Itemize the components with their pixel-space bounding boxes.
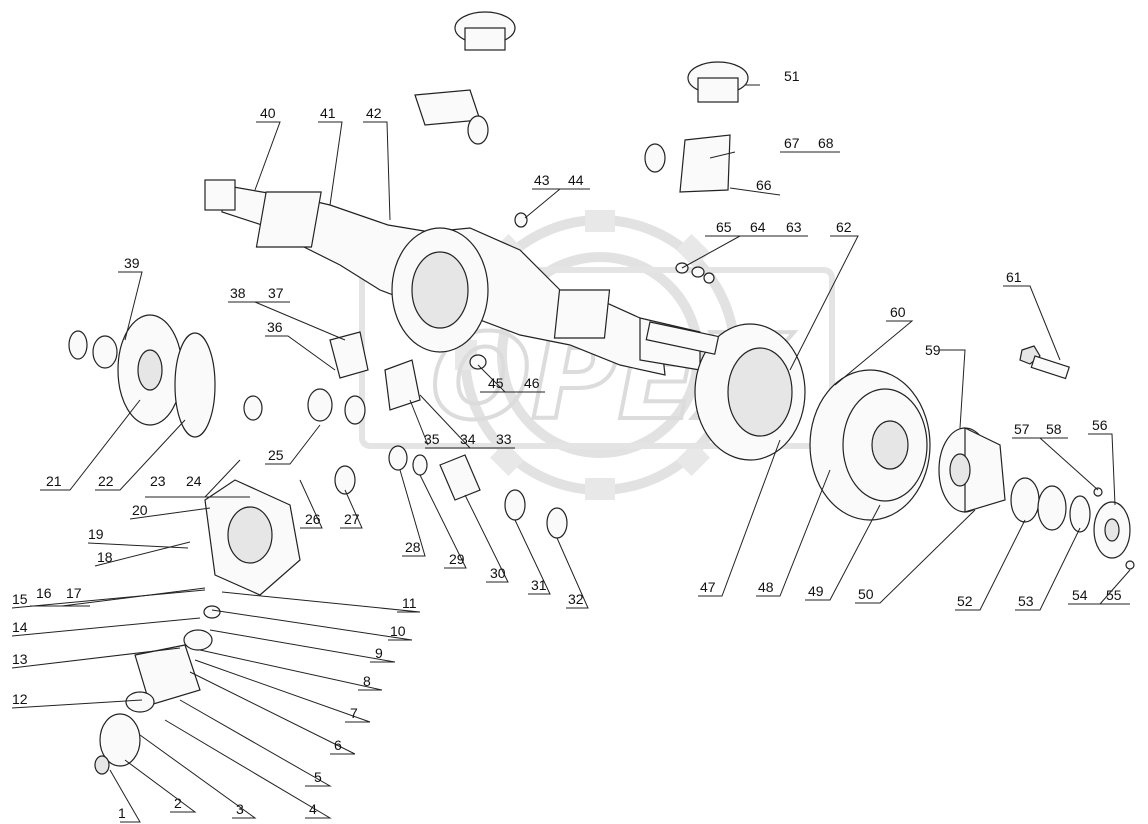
callout-29: 29: [449, 551, 465, 567]
callout-27: 27: [344, 511, 360, 527]
hub-bearings: [1010, 477, 1091, 533]
callout-5: 5: [314, 769, 322, 785]
callout-40: 40: [260, 105, 276, 121]
callout-47: 47: [700, 579, 716, 595]
watermark-gear-icon: [455, 210, 745, 500]
callout-8: 8: [363, 673, 371, 689]
callout-36: 36: [267, 319, 283, 335]
callout-24: 24: [186, 473, 202, 489]
callout-43: 43: [534, 172, 550, 188]
callout-48: 48: [758, 579, 774, 595]
callout-17: 17: [66, 585, 82, 601]
leader-lines: [11, 84, 1131, 823]
callout-19: 19: [88, 526, 104, 542]
ring-gear: [117, 314, 216, 438]
half-shaft-flange: [1093, 501, 1131, 559]
differential-case: [204, 479, 301, 596]
callout-11: 11: [402, 595, 417, 611]
callout-63: 63: [786, 219, 802, 235]
callout-59: 59: [925, 342, 941, 358]
callout-4: 4: [309, 801, 317, 817]
side-seal-bearing: [68, 330, 118, 369]
callout-68: 68: [818, 135, 834, 151]
callout-64: 64: [750, 219, 766, 235]
brake-assembly: [645, 321, 806, 461]
callout-21: 21: [46, 473, 62, 489]
callout-57: 57: [1014, 421, 1030, 437]
callout-23: 23: [150, 473, 166, 489]
callout-65: 65: [716, 219, 732, 235]
pinion-bearing-set: [388, 445, 568, 539]
brake-chamber-upper: [414, 11, 516, 145]
brake-drum: [809, 369, 931, 521]
callout-34: 34: [460, 431, 476, 447]
callout-10: 10: [390, 623, 406, 639]
diff-spider-gears: [243, 388, 366, 495]
brake-chamber-right: [644, 61, 749, 193]
callout-12: 12: [12, 691, 28, 707]
callout-50: 50: [858, 586, 874, 602]
wheel-bolt: [1019, 345, 1070, 380]
callout-39: 39: [124, 255, 140, 271]
callout-66: 66: [756, 177, 772, 193]
callout-61: 61: [1006, 269, 1022, 285]
callout-44: 44: [568, 172, 584, 188]
callout-28: 28: [405, 539, 421, 555]
callout-33: 33: [496, 431, 512, 447]
callout-58: 58: [1046, 421, 1062, 437]
callout-53: 53: [1018, 593, 1034, 609]
callout-52: 52: [957, 593, 973, 609]
callout-54: 54: [1072, 587, 1088, 603]
callout-9: 9: [375, 645, 383, 661]
callout-37: 37: [268, 285, 284, 301]
callout-26: 26: [305, 511, 321, 527]
callout-20: 20: [132, 502, 148, 518]
callout-60: 60: [890, 304, 906, 320]
callout-18: 18: [97, 549, 113, 565]
callout-55: 55: [1106, 587, 1122, 603]
callout-67: 67: [784, 135, 800, 151]
callout-38: 38: [230, 285, 246, 301]
callout-22: 22: [98, 473, 114, 489]
callout-46: 46: [524, 375, 540, 391]
callout-51: 51: [784, 68, 800, 84]
wheel-hub: [938, 427, 1006, 513]
callout-2: 2: [174, 795, 182, 811]
axle-housing: [204, 179, 701, 376]
callout-41: 41: [320, 105, 336, 121]
callout-1: 1: [118, 805, 126, 821]
callout-16: 16: [36, 585, 52, 601]
callout-32: 32: [568, 591, 584, 607]
callout-30: 30: [490, 565, 506, 581]
callout-labels: 1 2 3 4 5 6 7 8 9 10 11 12 13 14 15 16 1…: [12, 68, 1122, 821]
callout-14: 14: [12, 619, 28, 635]
callout-56: 56: [1092, 417, 1108, 433]
callout-62: 62: [836, 219, 852, 235]
callout-3: 3: [236, 801, 244, 817]
pinion-stack: [94, 605, 221, 775]
callout-13: 13: [12, 651, 28, 667]
callout-45: 45: [488, 375, 504, 391]
callout-42: 42: [366, 105, 382, 121]
callout-49: 49: [808, 583, 824, 599]
callout-15: 15: [12, 591, 28, 607]
bearing-caps: [329, 331, 421, 411]
small-hardware: [469, 212, 1135, 570]
callout-35: 35: [424, 431, 440, 447]
callout-7: 7: [350, 705, 358, 721]
callout-25: 25: [268, 447, 284, 463]
callout-31: 31: [531, 577, 547, 593]
callout-6: 6: [334, 737, 342, 753]
